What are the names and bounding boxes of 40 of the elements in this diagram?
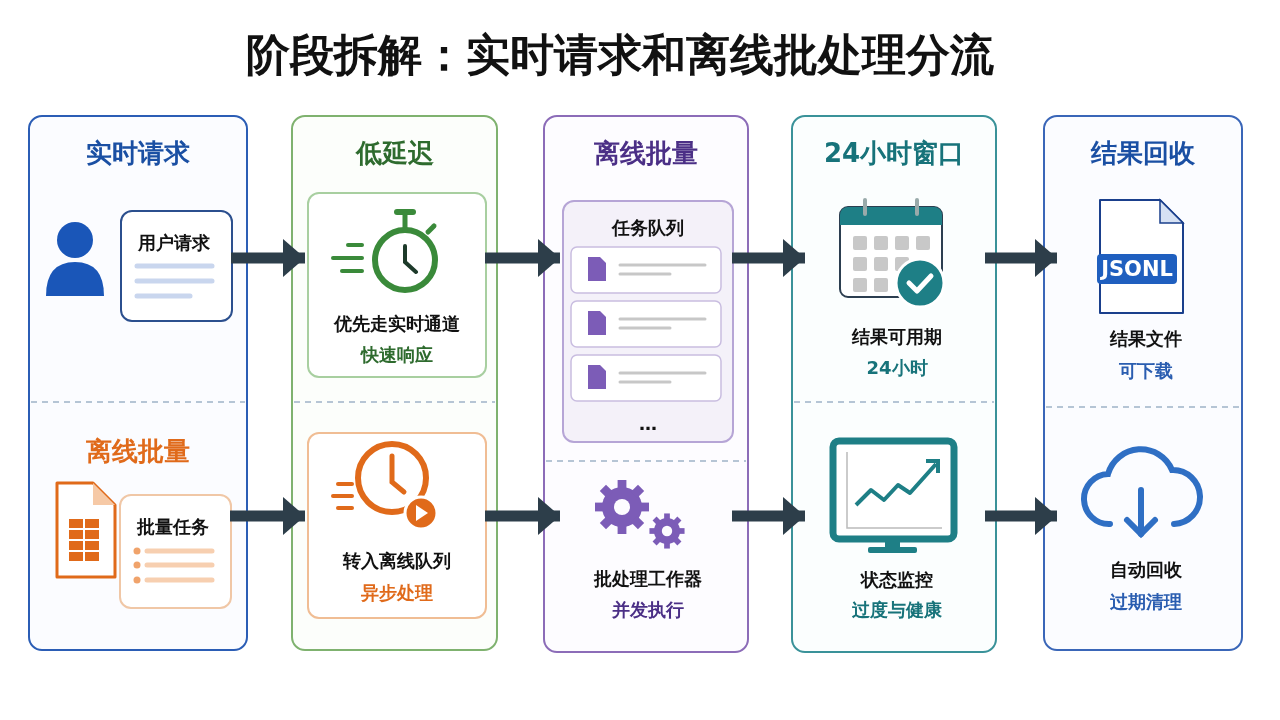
step-title: 任务队列 xyxy=(610,216,685,240)
step-title: 优先走实时通道 xyxy=(332,312,461,336)
step-note: 并发执行 xyxy=(611,598,685,622)
flow-arrow xyxy=(231,239,305,277)
step-title: 结果可用期 xyxy=(850,325,943,349)
flow-arrow xyxy=(985,497,1057,535)
step-title: 状态监控 xyxy=(859,568,934,592)
step-note: 24小时 xyxy=(865,356,929,380)
column-heading: 实时请求 xyxy=(85,137,191,169)
step-title: 批量任务 xyxy=(137,515,209,539)
flow-arrow xyxy=(732,497,805,535)
column-heading: 低延迟 xyxy=(354,137,435,169)
step-note: 可下载 xyxy=(1117,359,1174,383)
column-heading: 结果回收 xyxy=(1089,137,1196,169)
flow-arrow xyxy=(485,497,560,535)
stage-card xyxy=(307,432,487,619)
column-panel xyxy=(291,115,498,651)
step-note: 过期清理 xyxy=(1108,590,1183,614)
flow-arrow xyxy=(485,239,560,277)
column-panel xyxy=(28,115,248,651)
step-title: 用户请求 xyxy=(138,231,210,255)
column-heading: 离线批量 xyxy=(593,137,699,169)
step-title: 结果文件 xyxy=(1108,327,1183,351)
file-format-label: JSONL xyxy=(1099,256,1174,283)
step-title: 转入离线队列 xyxy=(341,549,452,573)
step-title: 自动回收 xyxy=(1108,558,1183,582)
speech-bubble xyxy=(120,210,233,322)
task-card xyxy=(119,494,232,609)
flow-arrow xyxy=(230,497,305,535)
stage-card xyxy=(307,192,487,378)
step-note: 异步处理 xyxy=(360,581,434,605)
flow-arrow xyxy=(985,239,1057,277)
section-heading: 离线批量 xyxy=(85,435,191,467)
step-note: … xyxy=(638,412,658,436)
title: 阶段拆解：实时请求和离线批处理分流 xyxy=(245,28,995,82)
flow-arrow xyxy=(732,239,805,277)
step-note: 过度与健康 xyxy=(851,598,943,622)
column-heading: 24小时窗口 xyxy=(822,137,966,169)
step-title: 批处理工作器 xyxy=(593,567,703,591)
step-note: 快速响应 xyxy=(359,343,434,367)
